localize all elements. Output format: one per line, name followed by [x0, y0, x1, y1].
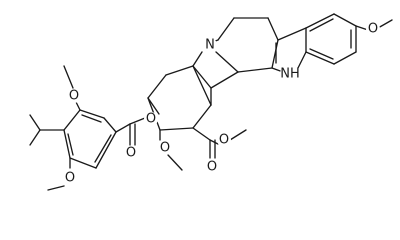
atom-ring-n-label: N [205, 38, 215, 53]
atom-benzoyl-methoxy-o-bottom: O [63, 171, 77, 186]
atom-methoxy-o-arene-label: O [368, 22, 378, 37]
atom-benzoyl-methoxy-o-bottom-label: O [65, 171, 75, 186]
atom-benzoyl-methoxy-o-top-label: O [69, 89, 79, 104]
atom-indole-nh: NH [280, 64, 300, 84]
atom-ester-carbonyl-o-label: O [126, 146, 136, 161]
atom-indole-nh-label: NH [280, 67, 300, 82]
atom-methyl-ester-o2-label: O [207, 160, 217, 175]
atom-methyl-ester-o2: O [205, 160, 219, 175]
atom-ring-methoxy-o: O [158, 141, 172, 156]
atom-labels: N NH O O O O O O [63, 22, 380, 186]
atom-ring-n: N [203, 38, 217, 53]
atom-methoxy-o-arene: O [366, 22, 380, 37]
atom-ester-carbonyl-o: O [124, 146, 138, 161]
bond-lines [29, 13, 393, 191]
atom-ester-link-o: O [144, 112, 158, 127]
atom-ring-methoxy-o-label: O [160, 141, 170, 156]
chemical-structure-diagram: N NH O O O O O O [29, 13, 393, 191]
atom-methyl-ester-o1: O [217, 133, 231, 148]
atom-benzoyl-methoxy-o-top: O [67, 89, 81, 104]
atom-ester-link-o-label: O [146, 112, 156, 127]
atom-methyl-ester-o1-label: O [219, 133, 229, 148]
